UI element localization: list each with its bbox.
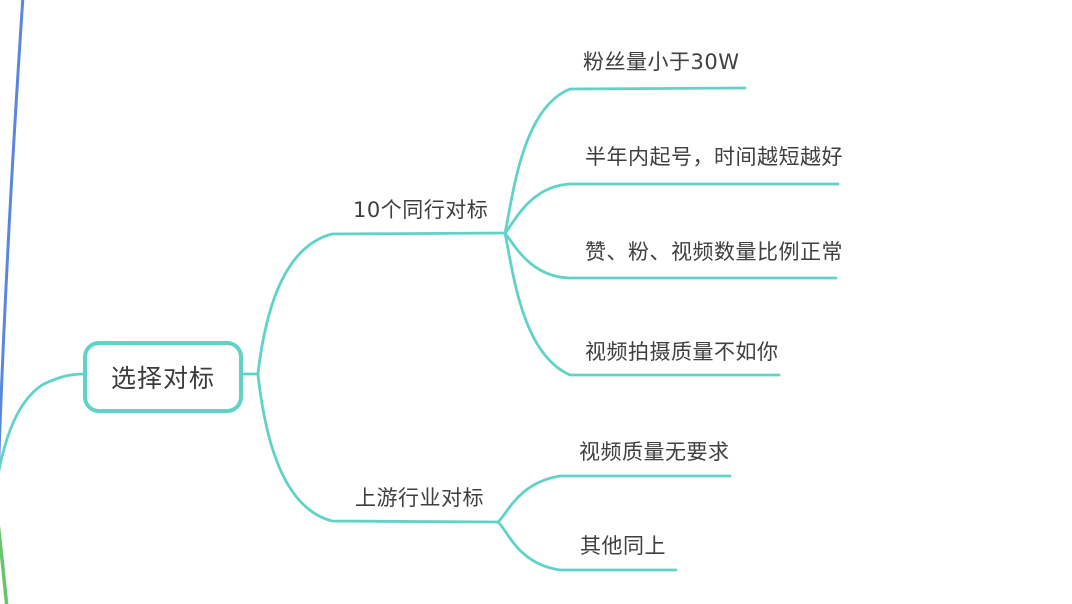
branch-node-peer-benchmark[interactable]: 10个同行对标 [353,198,489,222]
connector-branch1-to-leaf-3 [503,231,838,280]
leaf-node-followers-under-300k[interactable]: 粉丝量小于30W [583,50,740,74]
connector-branch2-to-leaf-1 [496,474,732,524]
connector-branch1-to-leaf-1 [503,86,747,235]
leaf-node-video-quality-worse[interactable]: 视频拍摄质量不如你 [585,340,779,364]
leaf-node-no-video-quality-requirement[interactable]: 视频质量无要求 [579,440,730,464]
connector-root-to-branch-2 [256,373,500,524]
connector-root-to-branch-1 [256,231,507,375]
root-node-label: 选择对标 [110,364,215,393]
connector-branch1-to-leaf-2 [503,182,840,235]
branch-node-upstream-benchmark[interactable]: 上游行业对标 [355,486,484,510]
leaf-node-normal-ratio[interactable]: 赞、粉、视频数量比例正常 [585,240,843,264]
connector-parent-to-root [0,372,86,473]
connector-branch2-to-leaf-2 [496,520,678,572]
offscreen-branch-blue-line [0,0,25,468]
connector-branch1-to-leaf-4 [503,231,781,377]
leaf-node-others-same-as-above[interactable]: 其他同上 [580,534,666,558]
offscreen-branch-green-line [0,524,9,604]
root-node[interactable]: 选择对标 [83,341,243,413]
leaf-node-started-within-half-year[interactable]: 半年内起号，时间越短越好 [585,145,843,169]
